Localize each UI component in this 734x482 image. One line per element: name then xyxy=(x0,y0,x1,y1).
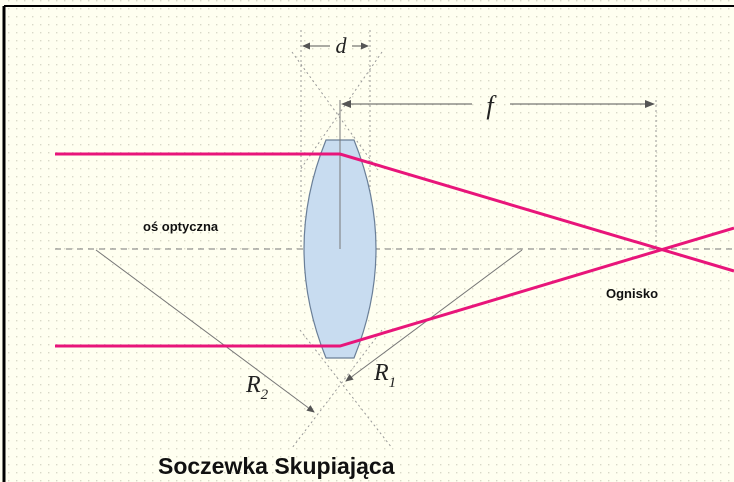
optical-axis-label: oś optyczna xyxy=(143,219,219,234)
radius-construction-line xyxy=(291,51,379,171)
f-label: f xyxy=(486,91,497,120)
radius-r2-line xyxy=(95,249,315,413)
radius-r1-base: R xyxy=(373,360,389,386)
radius-r1-subscript: 1 xyxy=(389,375,397,391)
radius-r1-line xyxy=(345,249,523,382)
radius-r2-subscript: 2 xyxy=(261,387,269,403)
diagram-title: Soczewka Skupiająca xyxy=(158,453,395,479)
radius-r2-label: R2 xyxy=(245,372,269,403)
light-ray-lower xyxy=(55,226,734,348)
focus-label: Ognisko xyxy=(606,286,658,301)
d-label: d xyxy=(336,33,348,58)
radius-construction-line xyxy=(299,51,383,171)
radius-r1-label: R1 xyxy=(373,360,396,391)
light-ray-upper xyxy=(55,152,734,273)
radius-r2-base: R xyxy=(245,372,261,398)
